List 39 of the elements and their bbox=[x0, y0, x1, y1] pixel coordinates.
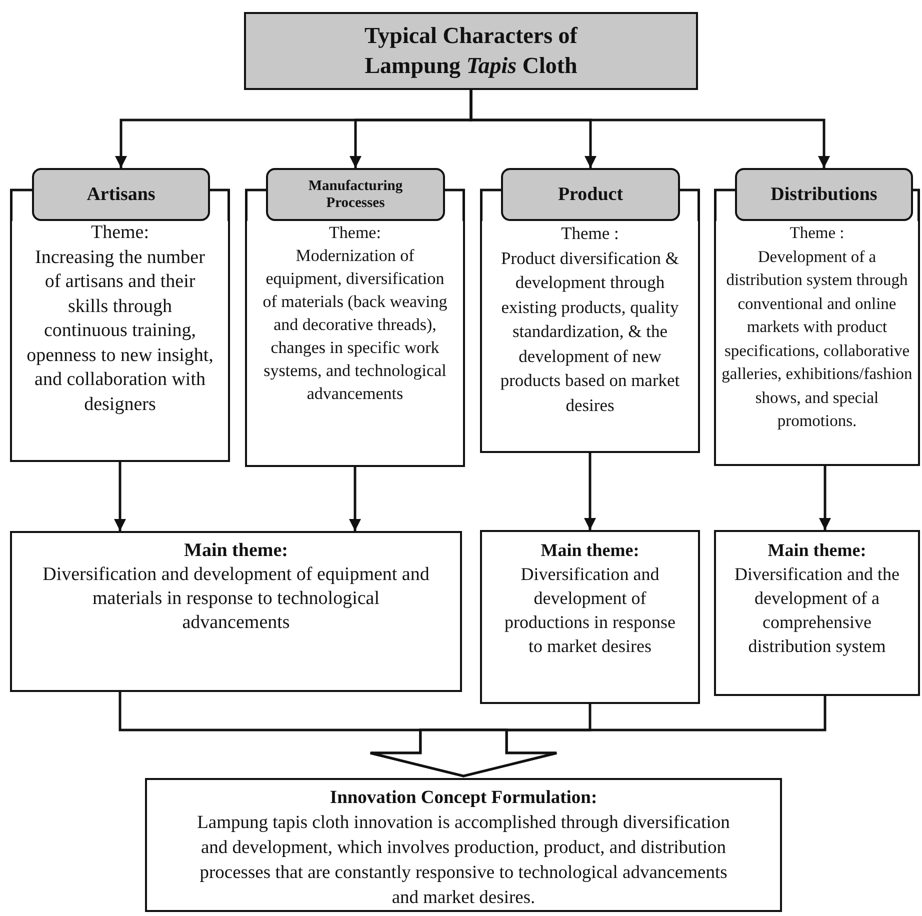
main-theme-heading: Main theme: bbox=[768, 539, 866, 562]
theme-label: Theme : bbox=[790, 222, 844, 244]
category-label: Manufacturing Processes bbox=[308, 178, 403, 212]
theme-box bbox=[245, 221, 465, 467]
main-theme-text: Diversification and development of productions in response to market desires bbox=[504, 563, 676, 658]
main-theme-box bbox=[714, 530, 920, 696]
main-theme-text: Diversification and the development of a comprehensive distribution system bbox=[734, 563, 900, 658]
category-tab bbox=[735, 168, 913, 221]
theme-text: Increasing the number of artisans and their skills through continuous training, openness to new insight, and collaboration with designers bbox=[26, 246, 214, 416]
concept-text: Lampung tapis cloth innovation is accomplished through diversification and development, which involves production, product, and distribution processes that are constantly responsive to technological advancements and market desires. bbox=[197, 812, 730, 910]
category-tab bbox=[266, 168, 445, 221]
arrow bbox=[584, 453, 596, 530]
arrow bbox=[349, 467, 361, 531]
main-theme-text: Diversification and development of equipment and materials in response to technological advancements bbox=[42, 563, 430, 635]
theme-text: Development of a distribution system through conventional and online markets with product specifications, collaborative galleries, exhibitions/fashion shows, and special promotions. bbox=[720, 246, 914, 432]
category-label: Artisans bbox=[86, 184, 156, 206]
category-tab bbox=[32, 168, 210, 221]
theme-box bbox=[480, 221, 700, 453]
title-text: Typical Characters of Lampung Tapis Cloth bbox=[364, 22, 579, 80]
category-tab bbox=[501, 168, 680, 221]
category-label: Distributions bbox=[770, 184, 878, 206]
theme-text: Modernization of equipment, diversification of materials (back weaving and decorative threads), changes in specific work systems, and technological advancements bbox=[262, 245, 448, 405]
concept-heading: Innovation Concept Formulation: bbox=[330, 787, 598, 810]
title-box bbox=[244, 12, 698, 90]
theme-box bbox=[714, 221, 920, 466]
concept-box bbox=[145, 778, 782, 912]
arrow bbox=[819, 466, 831, 530]
category-label: Product bbox=[558, 184, 624, 206]
theme-box bbox=[10, 221, 230, 462]
main-theme-box bbox=[10, 531, 462, 692]
theme-label: Theme: bbox=[90, 221, 150, 245]
arrow bbox=[470, 90, 830, 168]
arrow bbox=[114, 462, 126, 531]
main-theme-box bbox=[480, 530, 700, 704]
main-theme-heading: Main theme: bbox=[540, 539, 640, 562]
theme-label: Theme : bbox=[561, 222, 619, 245]
main-theme-heading: Main theme: bbox=[184, 539, 288, 563]
theme-text: Product diversification & development through existing products, quality standardization, & the development of new products based on market desires bbox=[499, 246, 681, 416]
theme-label: Theme: bbox=[329, 222, 381, 244]
